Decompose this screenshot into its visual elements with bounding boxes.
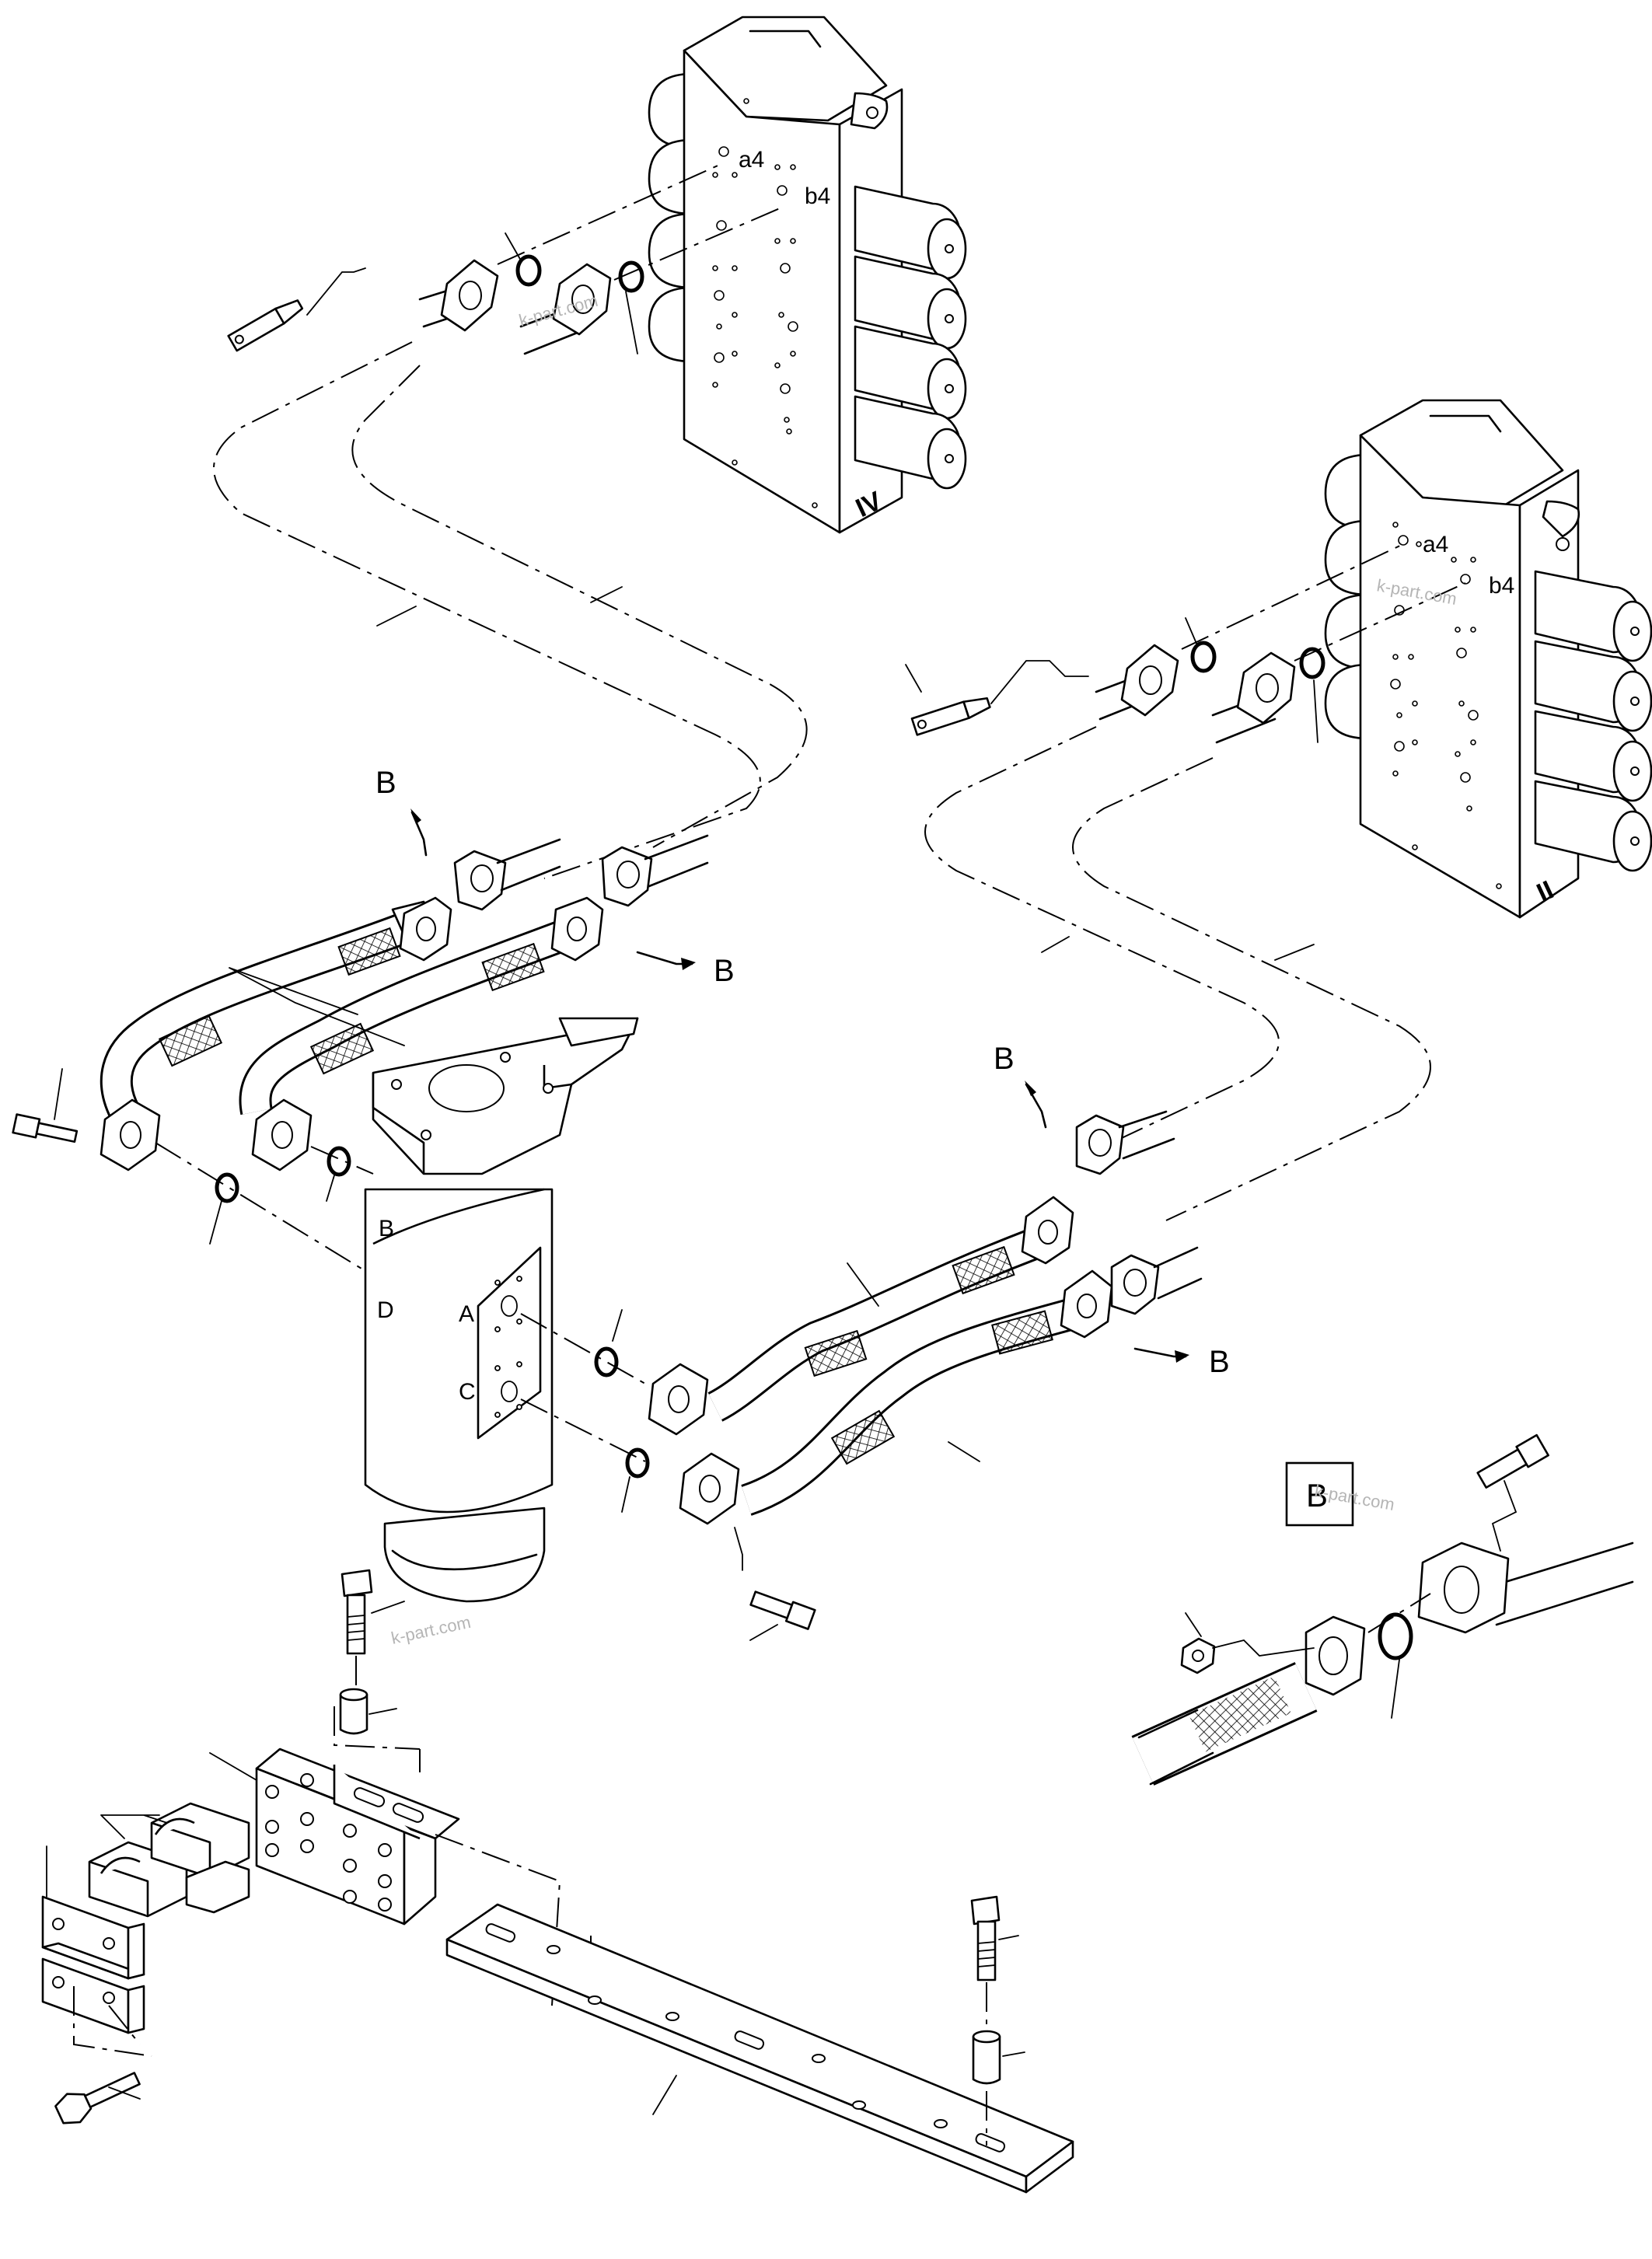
cut-marks [376,586,623,627]
o-ring-left-1 [327,1146,351,1177]
bolt-vertical [341,1569,373,1655]
leader-line [306,267,366,316]
view-label-b: B [1209,1345,1230,1379]
leader-line [625,291,638,354]
right-flange-group [905,543,1466,744]
port-label-a: A [459,1301,474,1327]
bracket-assembly [41,1569,1074,2194]
o-ring-top-2 [618,260,644,293]
spool-bump [648,138,693,215]
o-ring-left-2 [215,1172,239,1203]
port-plate [477,1246,542,1440]
view-label-b: B [714,954,735,988]
hose-route-4 [1072,757,1431,1221]
control-valve-iv: a4 b4 IV [648,16,967,534]
valve-front-face [683,49,841,534]
spool-bump [648,212,693,289]
cap-screw-top [227,299,304,352]
hose-route-2 [351,365,808,848]
solenoid-cylinders [854,185,967,490]
port-label-a4-right: a4 [1423,532,1448,557]
valve-port-holes [712,98,818,508]
left-hose-assembly [12,834,709,1272]
swivel-body [364,1188,554,1514]
right-hose-assembly [648,1110,1203,1641]
view-arrows: B B B B [375,766,1230,1379]
detail-cap-screw [1476,1433,1549,1489]
view-label-b: B [994,1042,1015,1076]
bolt-left [12,1113,79,1143]
detail-b-box [1285,1461,1354,1527]
detail-b-inset: B [1131,1433,1634,1786]
hose-route-1 [213,341,761,879]
bolt-right [749,1590,816,1630]
cap-screw-right [910,697,991,736]
centerline [613,205,786,281]
leader-line [505,232,522,261]
port-label-c: C [459,1379,476,1405]
port-label-b4: b4 [805,183,830,209]
swivel-base [383,1507,546,1603]
port-label-d: D [377,1297,394,1323]
port-label-b-swivel: B [379,1216,394,1241]
o-ring-top-1 [515,254,542,287]
view-label-b: B [375,766,396,800]
hose-route-3 [924,726,1280,1143]
swivel-arm [558,1017,639,1047]
spool-bump [648,286,693,363]
detail-b-label: B [1306,1477,1328,1514]
watermark: k-part.com [389,1612,473,1648]
spacer [339,1693,368,1735]
bolt-vertical-right [970,1895,1001,1981]
port-label-b4-right: b4 [1489,573,1514,599]
control-valve-ii: a4 b4 II [1324,399,1652,919]
port-label-a4: a4 [739,147,764,173]
bolt-bottom-left [54,2072,141,2125]
top-flange-group [227,162,786,355]
centerline [497,162,724,265]
swivel-joint: D B A C [364,1017,650,1603]
